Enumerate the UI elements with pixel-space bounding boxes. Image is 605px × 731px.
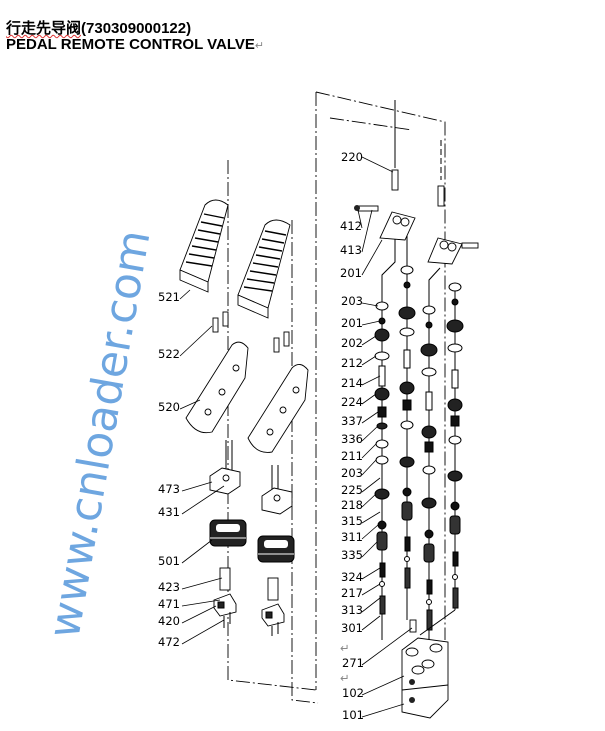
bracket-left	[354, 205, 416, 241]
label-313: 313	[341, 603, 363, 617]
valve-body	[401, 619, 449, 719]
label-413: 413	[340, 243, 362, 257]
valve-column-4	[419, 282, 464, 636]
assembly-frame-lines	[227, 91, 446, 704]
label-201b: 201	[341, 316, 363, 330]
labels-left: 521 522 520 473 431 501 423 471 420 472	[158, 290, 180, 649]
pin-220-right	[437, 140, 445, 207]
boot-right	[257, 535, 295, 563]
title-english: PEDAL REMOTE CONTROL VALVE↵	[6, 36, 264, 53]
plate-left	[185, 341, 249, 434]
label-521: 521	[158, 290, 180, 304]
label-211: 211	[341, 449, 363, 463]
label-214: 214	[341, 376, 363, 390]
label-311: 311	[341, 530, 363, 544]
label-225: 225	[341, 483, 363, 497]
label-315: 315	[341, 514, 363, 528]
label-202: 202	[341, 336, 363, 350]
label-472: 472	[158, 635, 180, 649]
label-218: 218	[341, 498, 363, 512]
block-right	[261, 465, 293, 515]
leader-lines	[179, 156, 413, 718]
label-412: 412	[340, 219, 362, 233]
label-301: 301	[341, 621, 363, 635]
label-217: 217	[341, 586, 363, 600]
label-501: 501	[158, 554, 180, 568]
pedal-right	[237, 219, 291, 319]
label-101: 101	[342, 708, 364, 722]
watermark: www.cnloader.com	[39, 226, 161, 642]
label-471: 471	[158, 597, 180, 611]
label-212: 212	[341, 356, 363, 370]
label-324: 324	[341, 570, 363, 584]
block-left	[209, 440, 241, 495]
label-473: 473	[158, 482, 180, 496]
label-224: 224	[341, 395, 363, 409]
paragraph-mark-1: ↵	[340, 641, 350, 655]
label-431: 431	[158, 505, 180, 519]
title-en-text: PEDAL REMOTE CONTROL VALVE	[6, 36, 255, 53]
paragraph-mark-2: ↵	[340, 671, 350, 685]
label-220: 220	[341, 150, 363, 164]
labels-right: 220 412 413 201 203 201 202 212 214 224 …	[340, 150, 364, 722]
paragraph-mark: ↵	[254, 40, 265, 52]
plate-right	[247, 364, 309, 453]
bracket-right	[427, 237, 479, 265]
label-336: 336	[341, 432, 363, 446]
part-number: (730309000122)	[81, 20, 192, 37]
label-203: 203	[341, 294, 363, 308]
pedal-left	[179, 199, 229, 293]
title-chinese: 行走先导阀(730309000122)	[6, 17, 191, 38]
label-522: 522	[158, 347, 180, 361]
label-423: 423	[158, 580, 180, 594]
label-201: 201	[340, 266, 362, 280]
valve-column-3	[420, 267, 441, 640]
label-520: 520	[158, 400, 180, 414]
boot-left	[209, 519, 247, 547]
label-335: 335	[341, 548, 363, 562]
label-203b: 203	[341, 466, 363, 480]
pin-220-left	[391, 100, 399, 191]
bolts-522	[212, 311, 290, 353]
valve-column-2	[398, 235, 416, 620]
lower-parts-right	[261, 577, 285, 636]
label-271: 271	[342, 656, 364, 670]
title-cn-text: 行走先导阀	[6, 20, 82, 37]
lower-parts-left	[213, 567, 237, 628]
label-102: 102	[342, 686, 364, 700]
label-337: 337	[341, 414, 363, 428]
valve-column-1	[374, 225, 396, 640]
label-420: 420	[158, 614, 180, 628]
